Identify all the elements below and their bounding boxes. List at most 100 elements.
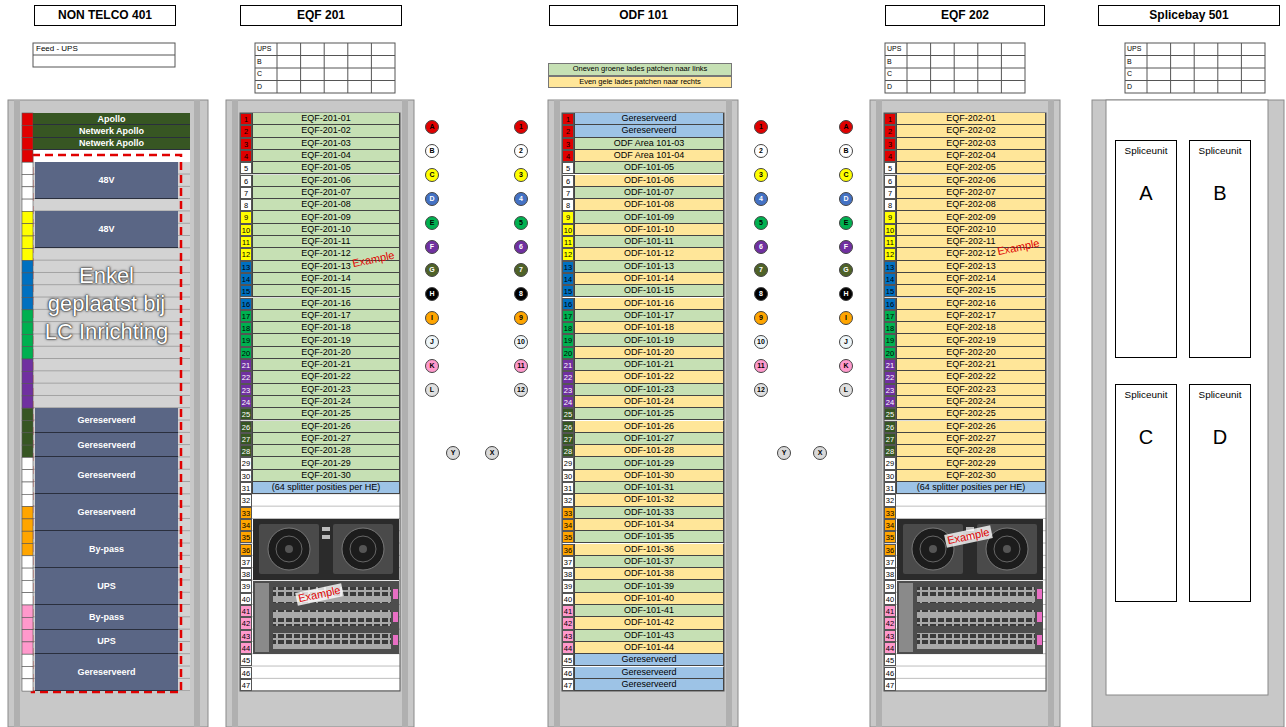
unit-number: 13 <box>884 261 896 273</box>
drawer-row: (64 splitter posities per HE) <box>252 482 400 494</box>
circle-label: D <box>843 195 848 203</box>
rack-title: ODF 101 <box>549 5 738 26</box>
drawer-row: EQF-201-28 <box>252 445 400 457</box>
table-cell: D <box>887 81 892 94</box>
circle-label: B <box>843 147 848 155</box>
unit-number: 1 <box>562 113 574 125</box>
unit-number: 20 <box>884 347 896 359</box>
drawer-label: EQF-201-30 <box>301 470 351 481</box>
drawer-label: EQF-201-18 <box>301 322 351 333</box>
drawer-label: ODF-101-13 <box>624 261 674 272</box>
circle-label: L <box>844 386 848 394</box>
fiber-color-circle: L <box>425 383 439 397</box>
unit-number: 44 <box>884 642 896 654</box>
drawer-label: EQF-201-03 <box>301 138 351 149</box>
fiber-color-circle: H <box>839 287 853 301</box>
fiber-color-circle: 9 <box>514 311 528 325</box>
fiber-color-circle: K <box>839 359 853 373</box>
circle-label: 7 <box>519 266 523 274</box>
drawer-row: EQF-202-19 <box>896 334 1046 346</box>
rack-stroke <box>22 138 33 150</box>
unit-number: 35 <box>240 531 252 543</box>
drawer-label: ODF-101-29 <box>624 458 674 469</box>
drawer-label: ODF-101-40 <box>624 593 674 604</box>
drawer-row: EQF-201-30 <box>252 470 400 482</box>
unit-number: 40 <box>884 593 896 605</box>
unit-number: 18 <box>240 322 252 334</box>
drawer-row: EQF-202-30 <box>896 470 1046 482</box>
rack-stroke <box>1125 55 1265 56</box>
drawer-row: ODF-101-39 <box>574 580 724 592</box>
drawer-label: Gereserveerd <box>621 654 676 665</box>
circle-label: C <box>429 171 434 179</box>
unit-number: 29 <box>884 457 896 469</box>
drawer-label: EQF-202-14 <box>946 273 996 284</box>
rack-unit-block: 48V <box>35 162 178 199</box>
fiber-color-circle: 12 <box>754 383 768 397</box>
drawer-row: EQF-202-25 <box>896 408 1046 420</box>
drawer-row: Gereserveerd <box>574 667 724 679</box>
fiber-color-circle: I <box>839 311 853 325</box>
drawer-row: ODF-101-23 <box>574 384 724 396</box>
drawer-row: EQF-201-07 <box>252 187 400 199</box>
table-cell: C <box>257 68 262 81</box>
drawer-label: ODF-101-28 <box>624 445 674 456</box>
rack-stroke <box>22 150 33 162</box>
rack-stroke <box>22 433 33 445</box>
drawer-label: EQF-201-16 <box>301 298 351 309</box>
drawer-label: EQF-201-26 <box>301 421 351 432</box>
rack-stroke <box>22 667 33 679</box>
rack-stroke <box>22 261 33 273</box>
rack-stroke <box>255 68 395 69</box>
unit-number: 19 <box>562 334 574 346</box>
drawer-label: EQF-201-29 <box>301 458 351 469</box>
circle-label: 10 <box>517 338 525 346</box>
drawer-label: EQF-201-14 <box>301 273 351 284</box>
fiber-color-circle: D <box>839 192 853 206</box>
drawer-row: ODF-101-24 <box>574 396 724 408</box>
drawer-row: EQF-202-10 <box>896 224 1046 236</box>
unit-label: By-pass <box>89 544 124 554</box>
drawer-label: ODF-101-19 <box>624 335 674 346</box>
unit-number: 35 <box>562 531 574 543</box>
drawer-row: ODF-101-13 <box>574 261 724 273</box>
circle-label: L <box>430 386 434 394</box>
drawer-row: EQF-201-02 <box>252 125 400 137</box>
unit-number: 5 <box>884 162 896 174</box>
drawer-row: EQF-202-27 <box>896 433 1046 445</box>
unit-number: 37 <box>562 556 574 568</box>
rack-stroke <box>22 617 33 629</box>
drawer-label: ODF-101-05 <box>624 162 674 173</box>
drawer-row: EQF-201-22 <box>252 371 400 383</box>
drawer-label: ODF-101-08 <box>624 199 674 210</box>
drawer-label: ODF-101-12 <box>624 248 674 259</box>
circle-label: 2 <box>519 147 523 155</box>
circle-label: 12 <box>757 386 765 394</box>
unit-number: 15 <box>240 285 252 297</box>
splice-unit-letter: D <box>1190 426 1250 449</box>
table-cell: B <box>887 56 892 69</box>
unit-number: 32 <box>884 494 896 506</box>
rack-stroke <box>22 359 33 371</box>
unit-number: 22 <box>884 371 896 383</box>
splice-unit-title: Spliceunit <box>1190 385 1250 400</box>
circle-label: 6 <box>519 243 523 251</box>
rack-stroke <box>22 396 33 408</box>
unit-number: 19 <box>884 334 896 346</box>
circle-label: C <box>843 171 848 179</box>
drawer-label: EQF-202-13 <box>946 261 996 272</box>
unit-number: 12 <box>562 248 574 260</box>
fiber-color-circle: A <box>425 120 439 134</box>
drawer-row: EQF-201-29 <box>252 457 400 469</box>
unit-number: 28 <box>884 445 896 457</box>
rack-stroke <box>22 310 33 322</box>
unit-number: 42 <box>884 617 896 629</box>
drawer-row: EQF-201-21 <box>252 359 400 371</box>
rack-unit-block: UPS <box>35 630 178 655</box>
unit-number: 13 <box>562 261 574 273</box>
fiber-color-circle: 1 <box>754 120 768 134</box>
rack-stroke <box>930 43 931 93</box>
unit-number: 16 <box>884 298 896 310</box>
unit-number: 7 <box>240 187 252 199</box>
drawer-row: ODF-101-11 <box>574 236 724 248</box>
